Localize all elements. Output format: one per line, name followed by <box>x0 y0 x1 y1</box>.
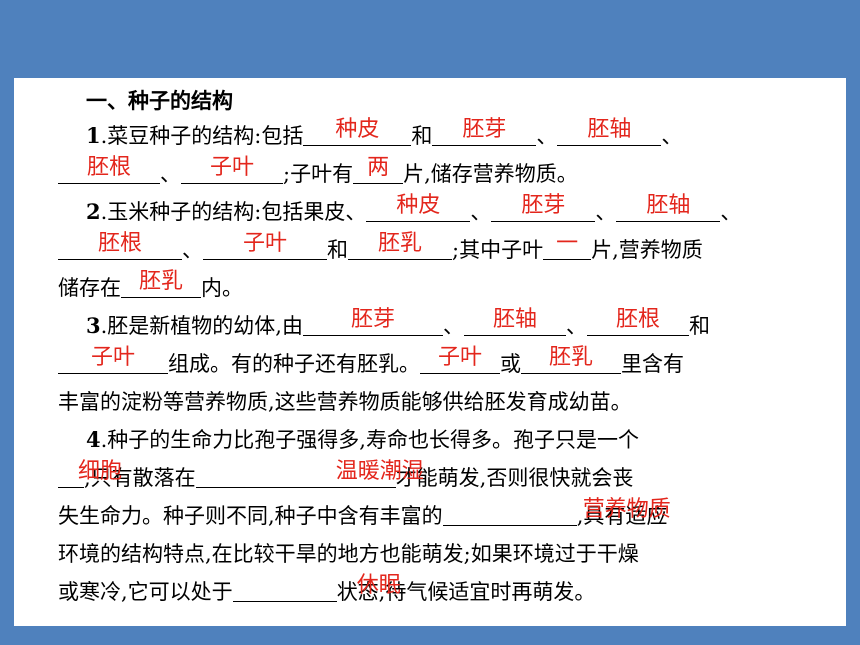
q3-answer-3: 胚根 <box>615 307 660 332</box>
q2-answer-7: 一 <box>556 231 579 256</box>
q2-blank-4: 胚根 <box>58 231 182 260</box>
q1-text-a: .菜豆种子的结构:包括 <box>100 124 304 148</box>
q4-blank-3: 营养物质 <box>442 497 671 526</box>
q3-line1: 3.胚是新植物的幼体,由 胚芽 、 胚轴 、 胚根 和 <box>86 307 710 339</box>
q4-blank-4: 休眠 <box>232 573 401 602</box>
q3-line3: 丰富的淀粉等营养物质,这些营养物质能够供给胚发育成幼苗。 <box>58 390 632 414</box>
q2-answer-4: 胚根 <box>97 231 142 256</box>
q4-line1: 4.种子的生命力比孢子强得多,寿命也长得多。孢子只是一个 <box>86 427 639 453</box>
separator: 、 <box>470 200 492 224</box>
q1-answer-1: 种皮 <box>335 117 380 142</box>
q4-line4: 环境的结构特点,在比较干旱的地方也能萌发;如果环境过于干燥 <box>58 542 639 566</box>
q1-line1: 1.菜豆种子的结构:包括 种皮 和 胚芽 、 胚轴 、 <box>86 117 683 149</box>
q1-answer-3: 胚轴 <box>587 117 632 142</box>
q2-blank-2: 胚芽 <box>491 193 596 222</box>
q1-blank-3: 胚轴 <box>557 117 662 146</box>
q1-blank-5: 子叶 <box>181 155 283 184</box>
q3-text-c: 组成。有的种子还有胚乳。 <box>168 352 420 376</box>
q3-blank-4: 子叶 <box>58 345 168 374</box>
q3-line2: 子叶组成。有的种子还有胚乳。子叶或胚乳里含有 <box>58 345 684 377</box>
q4-text-h: 状态,待气候适宜时再萌发。 <box>336 580 596 604</box>
slide-content: 一、种子的结构 1.菜豆种子的结构:包括种皮和胚芽、胚轴、 胚根、子叶;子叶有两… <box>14 78 846 626</box>
q3-blank-2: 胚轴 <box>463 307 566 336</box>
q4-line2: 细胞,只有散落在 温暖潮湿才能萌发,否则很快就会丧 <box>58 459 634 491</box>
q4-text-c: 才能萌发,否则很快就会丧 <box>395 466 634 490</box>
separator: 、 <box>661 124 683 148</box>
q4-text-b: ,只有散落在 <box>84 466 196 490</box>
q3-text-e: 里含有 <box>621 352 684 376</box>
q3-number: 3 <box>86 313 101 338</box>
q4-line5: 或寒冷,它可以处于 休眠状态,待气候适宜时再萌发。 <box>58 573 596 605</box>
q4-text-a: .种子的生命力比孢子强得多,寿命也长得多。孢子只是一个 <box>100 428 639 452</box>
q4-answer-1: 细胞 <box>78 459 123 484</box>
q1-number: 1 <box>86 123 101 148</box>
q3-text-b: 和 <box>688 314 710 338</box>
q3-answer-1: 胚芽 <box>350 307 395 332</box>
q3-blank-1: 胚芽 <box>302 307 443 336</box>
q2-answer-3: 胚轴 <box>646 193 691 218</box>
separator: 、 <box>160 162 181 186</box>
q4-text-e: ,具有适应 <box>576 504 668 528</box>
q4-answer-2: 温暖潮湿 <box>335 459 424 484</box>
q3-blank-3: 胚根 <box>586 307 689 336</box>
separator: 、 <box>595 200 617 224</box>
q4-text-g: 或寒冷,它可以处于 <box>58 580 233 604</box>
q4-text-d: 失生命力。种子则不同,种子中含有丰富的 <box>58 504 443 528</box>
separator: 、 <box>182 238 203 262</box>
q1-answer-2: 胚芽 <box>462 117 507 142</box>
separator: 、 <box>565 314 587 338</box>
q3-text-a: .胚是新植物的幼体,由 <box>100 314 303 338</box>
q3-answer-2: 胚轴 <box>492 307 537 332</box>
separator: 、 <box>442 314 464 338</box>
q1-text-b: 和 <box>411 124 433 148</box>
q2-blank-6: 胚乳 <box>348 231 452 260</box>
q2-blank-5: 子叶 <box>203 231 327 260</box>
q2-text-d: 片,营养物质 <box>591 238 703 262</box>
q1-blank-6: 两 <box>353 155 404 184</box>
q2-text-a: .玉米种子的结构:包括果皮、 <box>100 200 367 224</box>
q3-blank-5: 子叶 <box>420 345 500 374</box>
q2-text-e: 储存在 <box>58 276 121 300</box>
q4-number: 4 <box>86 427 101 452</box>
q4-line3: 失生命力。种子则不同,种子中含有丰富的 营养物质,具有适应 <box>58 497 671 529</box>
q3-blank-6: 胚乳 <box>521 345 621 374</box>
q2-line3: 储存在胚乳内。 <box>58 269 243 301</box>
q4-blank-1: 细胞 <box>58 459 122 488</box>
q2-text-b: 和 <box>327 238 348 262</box>
q1-text-d: 片,储存营养物质。 <box>403 162 578 186</box>
q2-number: 2 <box>86 199 101 224</box>
q2-answer-2: 胚芽 <box>521 193 566 218</box>
q2-answer-8: 胚乳 <box>138 269 183 294</box>
q3-answer-6: 胚乳 <box>548 345 593 370</box>
q2-answer-6: 胚乳 <box>377 231 422 256</box>
q2-blank-3: 胚轴 <box>616 193 721 222</box>
q4-answer-3: 营养物质 <box>582 497 671 522</box>
q2-blank-7: 一 <box>543 231 592 260</box>
q3-text-d: 或 <box>500 352 521 376</box>
q2-blank-1: 种皮 <box>366 193 471 222</box>
q2-text-c: ;其中子叶 <box>452 238 544 262</box>
section-heading: 一、种子的结构 <box>86 89 233 113</box>
q4-answer-4: 休眠 <box>356 573 401 598</box>
q1-answer-5: 子叶 <box>209 155 254 180</box>
q1-answer-6: 两 <box>367 155 390 180</box>
q3-answer-5: 子叶 <box>437 345 482 370</box>
q2-answer-5: 子叶 <box>242 231 287 256</box>
q2-line1: 2.玉米种子的结构:包括果皮、 种皮 、 胚芽 、 胚轴 、 <box>86 193 742 225</box>
separator: 、 <box>720 200 742 224</box>
q1-blank-1: 种皮 <box>303 117 412 146</box>
q1-answer-4: 胚根 <box>86 155 131 180</box>
separator: 、 <box>536 124 558 148</box>
q1-blank-2: 胚芽 <box>432 117 537 146</box>
q2-blank-8: 胚乳 <box>121 269 201 298</box>
q2-text-f: 内。 <box>201 276 243 300</box>
q3-answer-4: 子叶 <box>90 345 135 370</box>
q2-line2: 胚根 、 子叶 和 胚乳 ;其中子叶一片,营养物质 <box>58 231 703 263</box>
q1-blank-4: 胚根 <box>58 155 160 184</box>
q2-answer-1: 种皮 <box>396 193 441 218</box>
q1-text-c: ;子叶有 <box>283 162 354 186</box>
q4-blank-2: 温暖潮湿 <box>195 459 424 488</box>
q1-line2: 胚根 、 子叶 ;子叶有两片,储存营养物质。 <box>58 155 578 187</box>
